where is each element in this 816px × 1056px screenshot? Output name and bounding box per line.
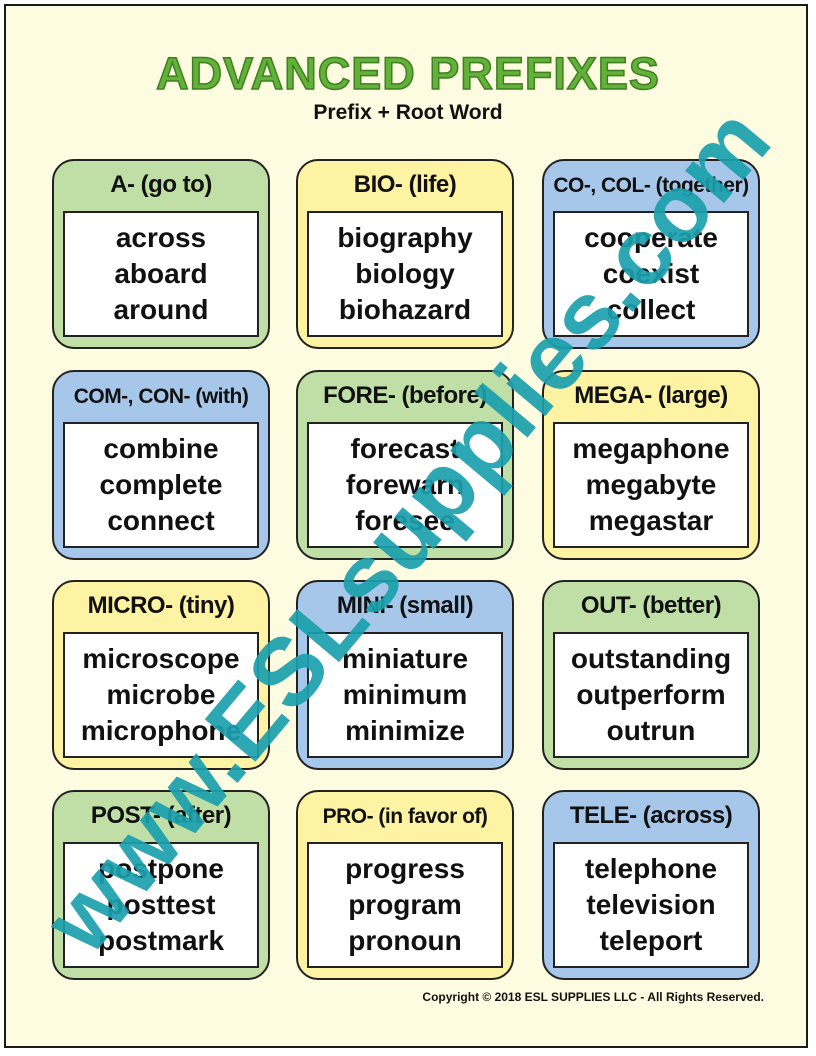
prefix-heading: FORE- (before) [323, 382, 487, 409]
example-word: microbe [106, 679, 216, 710]
example-word: teleport [599, 925, 703, 956]
example-word: minimize [345, 715, 465, 746]
prefix-heading: TELE- (across) [569, 802, 733, 829]
prefix-heading: POST- (after) [90, 802, 232, 829]
example-word: biohazard [338, 294, 472, 325]
example-word: combine [103, 433, 219, 464]
example-word: telephone [584, 853, 718, 884]
example-word: forecast [350, 433, 460, 464]
example-word: megastar [588, 505, 714, 536]
example-word: biography [337, 222, 473, 253]
prefix-card-bio: BIO- (life) biography biology biohazard [296, 159, 514, 349]
prefix-card-post: POST- (after) postpone posttest postmark [52, 790, 270, 980]
example-word: coexist [602, 258, 700, 289]
example-words: postpone posttest postmark [63, 842, 259, 968]
prefix-card-tele: TELE- (across) telephone television tele… [542, 790, 760, 980]
example-word: complete [99, 469, 223, 500]
example-word: microphone [80, 715, 242, 746]
example-word: microscope [82, 643, 240, 674]
example-word: postmark [97, 925, 225, 956]
prefix-card-mega: MEGA- (large) megaphone megabyte megasta… [542, 370, 760, 560]
example-word: outrun [606, 715, 696, 746]
example-word: program [348, 889, 462, 920]
prefix-heading: PRO- (in favor of) [322, 805, 488, 828]
example-word: collect [606, 294, 696, 325]
example-word: postpone [98, 853, 224, 884]
example-words: miniature minimum minimize [307, 632, 503, 758]
prefix-heading: A- (go to) [110, 171, 212, 198]
example-word: foresee [355, 505, 455, 536]
page-title: ADVANCED PREFIXES [155, 47, 660, 100]
example-word: television [586, 889, 716, 920]
prefix-card-micro: MICRO- (tiny) microscope microbe microph… [52, 580, 270, 770]
prefix-heading: MEGA- (large) [574, 382, 728, 409]
prefix-card-com-con: COM-, CON- (with) combine complete conne… [52, 370, 270, 560]
prefix-card-co-col: CO-, COL- (together) cooperate coexist c… [542, 159, 760, 349]
example-words: telephone television teleport [553, 842, 749, 968]
example-word: around [113, 294, 209, 325]
example-word: megabyte [585, 469, 717, 500]
example-words: biography biology biohazard [307, 211, 503, 337]
example-word: forewarn [345, 469, 465, 500]
prefix-heading: COM-, CON- (with) [73, 385, 249, 408]
example-words: combine complete connect [63, 422, 259, 548]
example-word: megaphone [572, 433, 730, 464]
example-word: cooperate [584, 222, 718, 253]
prefix-card-a: A- (go to) across aboard around [52, 159, 270, 349]
example-words: microscope microbe microphone [63, 632, 259, 758]
prefix-heading: MICRO- (tiny) [87, 592, 235, 619]
prefix-card-out: OUT- (better) outstanding outperform out… [542, 580, 760, 770]
example-word: minimum [342, 679, 468, 710]
prefix-heading: CO-, COL- (together) [553, 174, 749, 197]
example-word: posttest [106, 889, 216, 920]
prefix-card-fore: FORE- (before) forecast forewarn foresee [296, 370, 514, 560]
prefix-heading: BIO- (life) [353, 171, 457, 198]
example-words: cooperate coexist collect [553, 211, 749, 337]
prefix-card-pro: PRO- (in favor of) progress program pron… [296, 790, 514, 980]
example-word: biology [355, 258, 455, 289]
prefix-heading: OUT- (better) [580, 592, 722, 619]
example-word: outstanding [570, 643, 732, 674]
prefix-heading: MINI- (small) [336, 592, 474, 619]
example-word: across [115, 222, 207, 253]
example-word: miniature [341, 643, 469, 674]
example-word: connect [107, 505, 215, 536]
example-word: aboard [114, 258, 208, 289]
example-word: progress [345, 853, 465, 884]
copyright-notice: Copyright © 2018 ESL SUPPLIES LLC - All … [422, 990, 764, 1004]
example-word: pronoun [348, 925, 462, 956]
prefix-card-mini: MINI- (small) miniature minimum minimize [296, 580, 514, 770]
example-words: outstanding outperform outrun [553, 632, 749, 758]
example-words: progress program pronoun [307, 842, 503, 968]
example-words: across aboard around [63, 211, 259, 337]
page-subtitle: Prefix + Root Word [313, 101, 503, 124]
example-words: megaphone megabyte megastar [553, 422, 749, 548]
example-word: outperform [576, 679, 726, 710]
example-words: forecast forewarn foresee [307, 422, 503, 548]
